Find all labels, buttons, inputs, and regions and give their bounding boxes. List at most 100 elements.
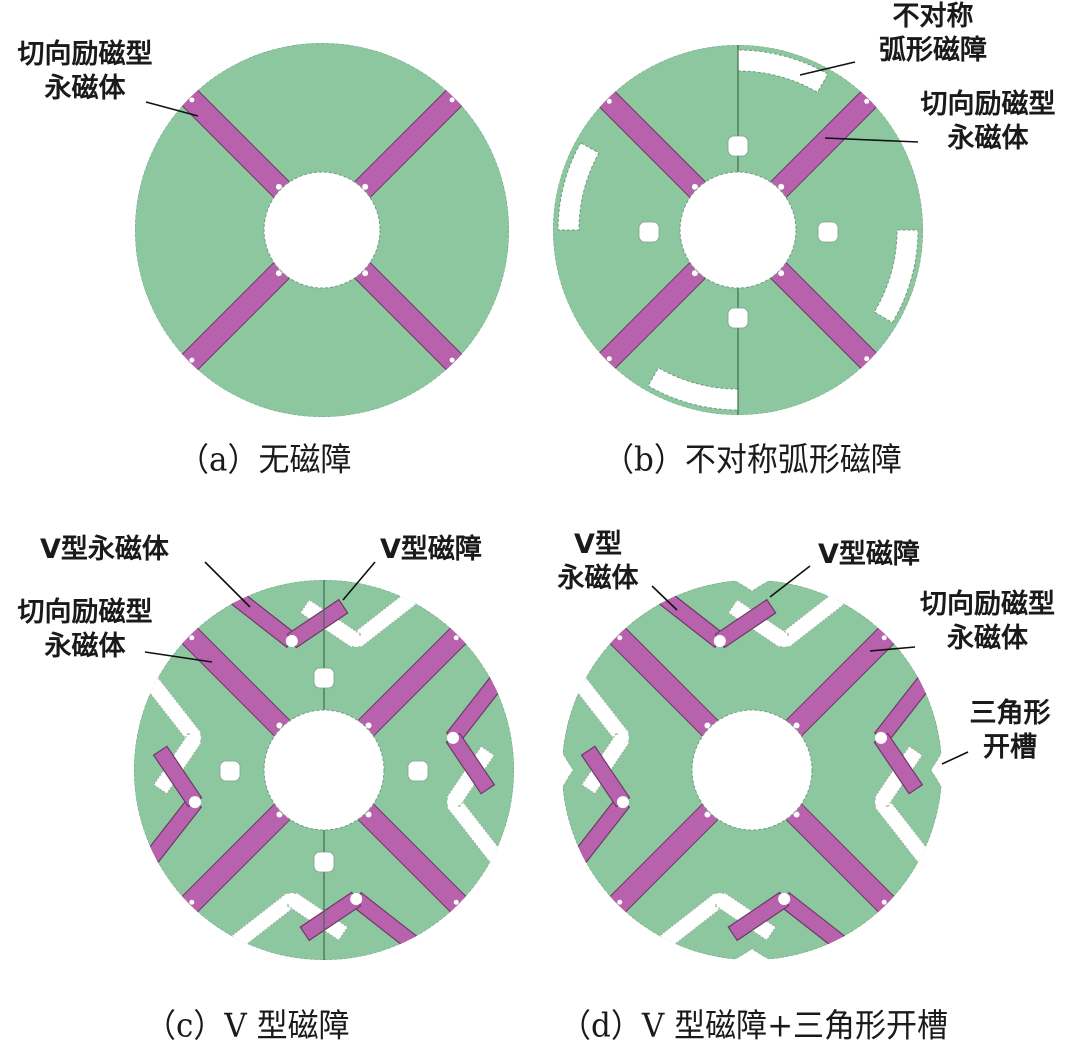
small-hole <box>313 851 335 873</box>
shaft-hole <box>263 171 381 289</box>
label-d-v-magnet: V型 永磁体 <box>543 528 653 596</box>
end-gap <box>365 722 372 729</box>
label-a-tangential-magnet: 切向励磁型 永磁体 <box>0 38 170 106</box>
label-line: 永磁体 <box>557 563 639 594</box>
label-line: 不对称 <box>892 1 974 32</box>
end-gap <box>778 270 785 277</box>
end-gap <box>276 722 283 729</box>
leader-line <box>145 101 199 117</box>
label-c-v-magnet: V型永磁体 <box>40 533 169 567</box>
leader-line <box>342 561 376 601</box>
end-gap <box>793 722 800 729</box>
end-gap <box>362 183 369 190</box>
v-vertex-gap <box>350 893 363 906</box>
label-line: 三角形 <box>969 698 1051 729</box>
end-gap <box>691 183 698 190</box>
rotor-panel-b-asymmetric-arc-barrier <box>553 45 923 415</box>
end-gap <box>881 635 887 641</box>
label-c-v-barrier: V型磁障 <box>380 533 482 567</box>
rotor-panel-a-no-barrier <box>135 43 509 417</box>
caption-c: （c）V 型磁障 <box>145 1007 350 1045</box>
label-line: 切向励磁型 <box>920 589 1055 620</box>
arc-flux-barrier <box>557 142 600 231</box>
end-gap <box>691 270 698 277</box>
v-vertex-gap <box>713 634 726 647</box>
v-vertex-gap <box>616 796 629 809</box>
label-line: V型 <box>574 529 622 560</box>
leader-lines <box>144 61 969 765</box>
end-gap <box>276 811 283 818</box>
end-gap <box>189 357 195 363</box>
label-d-triangular-notch: 三角形 开槽 <box>955 697 1065 765</box>
label-d-v-barrier: V型磁障 <box>818 538 920 572</box>
label-c-tangential-magnet: 切向励磁型 永磁体 <box>0 596 170 664</box>
caption-a: （a）无磁障 <box>178 441 352 479</box>
small-hole <box>407 760 429 782</box>
label-line: 永磁体 <box>947 123 1029 154</box>
leader-line <box>204 561 251 608</box>
end-gap <box>453 899 459 905</box>
shaft-hole <box>691 709 813 831</box>
end-gap <box>617 635 623 641</box>
shaft-hole <box>263 709 385 831</box>
small-hole <box>817 221 839 243</box>
end-gap <box>453 635 459 641</box>
label-line: 开槽 <box>983 732 1037 763</box>
end-gap <box>275 183 282 190</box>
v-vertex-gap <box>350 634 363 647</box>
end-gap <box>704 811 711 818</box>
label-line: 永磁体 <box>44 73 126 104</box>
v-vertex-gap <box>778 893 791 906</box>
v-vertex-gap <box>875 731 888 744</box>
leader-line <box>144 651 213 663</box>
v-vertex-gap <box>285 893 298 906</box>
end-gap <box>275 270 282 277</box>
small-hole <box>313 667 335 689</box>
end-gap <box>864 98 870 104</box>
shaft-hole <box>679 171 797 289</box>
v-vertex-gap <box>285 634 298 647</box>
end-gap <box>606 356 612 362</box>
end-gap <box>793 811 800 818</box>
v-vertex-gap <box>616 731 629 744</box>
end-gap <box>449 357 455 363</box>
arc-flux-barrier <box>737 49 829 93</box>
end-gap <box>365 811 372 818</box>
end-gap <box>778 183 785 190</box>
end-gap <box>704 722 711 729</box>
arc-flux-barrier <box>873 229 919 324</box>
end-gap <box>864 356 870 362</box>
v-vertex-gap <box>713 893 726 906</box>
label-b-tangential-magnet: 切向励磁型 永磁体 <box>903 88 1073 156</box>
end-gap <box>189 899 195 905</box>
rotor-body <box>562 580 942 960</box>
end-gap <box>881 899 887 905</box>
end-gap <box>189 635 195 641</box>
small-hole <box>727 135 749 157</box>
label-line: 切向励磁型 <box>17 39 153 70</box>
label-line: 切向励磁型 <box>17 597 153 628</box>
end-gap <box>606 98 612 104</box>
label-line: V型磁障 <box>818 539 920 570</box>
label-d-tangential-magnet: 切向励磁型 永磁体 <box>902 588 1073 656</box>
v-vertex-gap <box>188 796 201 809</box>
leader-line <box>869 646 916 652</box>
label-line: 切向励磁型 <box>920 89 1056 120</box>
caption-b: （b）不对称弧形磁障 <box>603 441 902 479</box>
small-hole <box>727 307 749 329</box>
caption-d: （d）V 型磁障+三角形开槽 <box>560 1007 949 1045</box>
label-line: 弧形磁障 <box>879 35 987 66</box>
small-hole <box>219 760 241 782</box>
leader-line <box>824 137 919 143</box>
v-vertex-gap <box>447 796 460 809</box>
v-vertex-gap <box>447 731 460 744</box>
arc-flux-barrier <box>647 367 739 411</box>
leader-line <box>941 751 969 765</box>
end-gap <box>189 97 195 103</box>
label-line: V型磁障 <box>380 534 482 565</box>
leader-line <box>651 585 678 611</box>
label-line: 永磁体 <box>44 631 126 662</box>
v-vertex-gap <box>778 634 791 647</box>
label-line: V型永磁体 <box>40 534 169 565</box>
